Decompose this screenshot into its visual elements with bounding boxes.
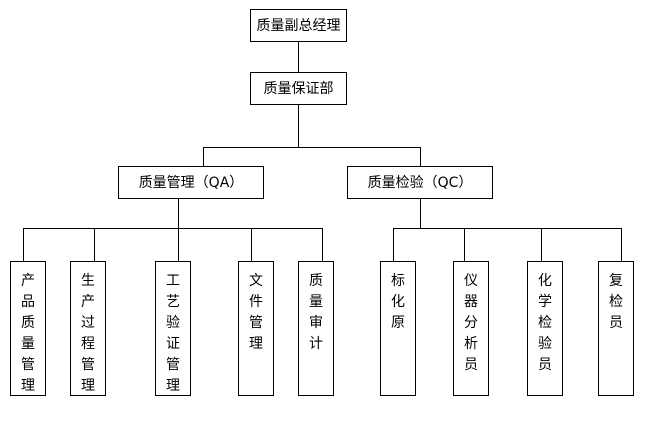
node-quality-management-qa: 质量管理（QA）	[118, 166, 264, 199]
node-quality-inspection-qc: 质量检验（QC）	[347, 166, 493, 199]
node-label: 质量检验（QC）	[367, 174, 473, 191]
node-label: 产 品 质 量 管 理	[21, 273, 35, 394]
node-quality-assurance-dept: 质量保证部	[250, 72, 347, 105]
node-label: 质 量 审 计	[309, 273, 323, 352]
node-instrument-analyst: 仪 器 分 析 员	[453, 261, 489, 396]
node-label: 质量保证部	[263, 80, 334, 97]
node-product-quality-management: 产 品 质 量 管 理	[10, 261, 46, 396]
node-chemical-inspector: 化 学 检 验 员	[527, 261, 563, 396]
node-document-management: 文 件 管 理	[238, 261, 274, 396]
node-label: 生 产 过 程 管 理	[81, 273, 95, 394]
node-process-validation-management: 工 艺 验 证 管 理	[155, 261, 191, 396]
node-label: 质量副总经理	[256, 17, 341, 34]
node-quality-vice-gm: 质量副总经理	[250, 9, 347, 42]
node-label: 仪 器 分 析 员	[464, 273, 478, 373]
node-label: 标 化 原	[391, 273, 405, 331]
node-re-inspector: 复 检 员	[598, 261, 634, 396]
node-label: 复 检 员	[609, 273, 623, 331]
node-standardization: 标 化 原	[380, 261, 416, 396]
node-label: 化 学 检 验 员	[538, 273, 552, 373]
node-label: 质量管理（QA）	[138, 174, 244, 191]
node-label: 文 件 管 理	[249, 273, 263, 352]
node-production-process-management: 生 产 过 程 管 理	[70, 261, 106, 396]
node-quality-audit: 质 量 审 计	[298, 261, 334, 396]
node-label: 工 艺 验 证 管 理	[166, 273, 180, 394]
